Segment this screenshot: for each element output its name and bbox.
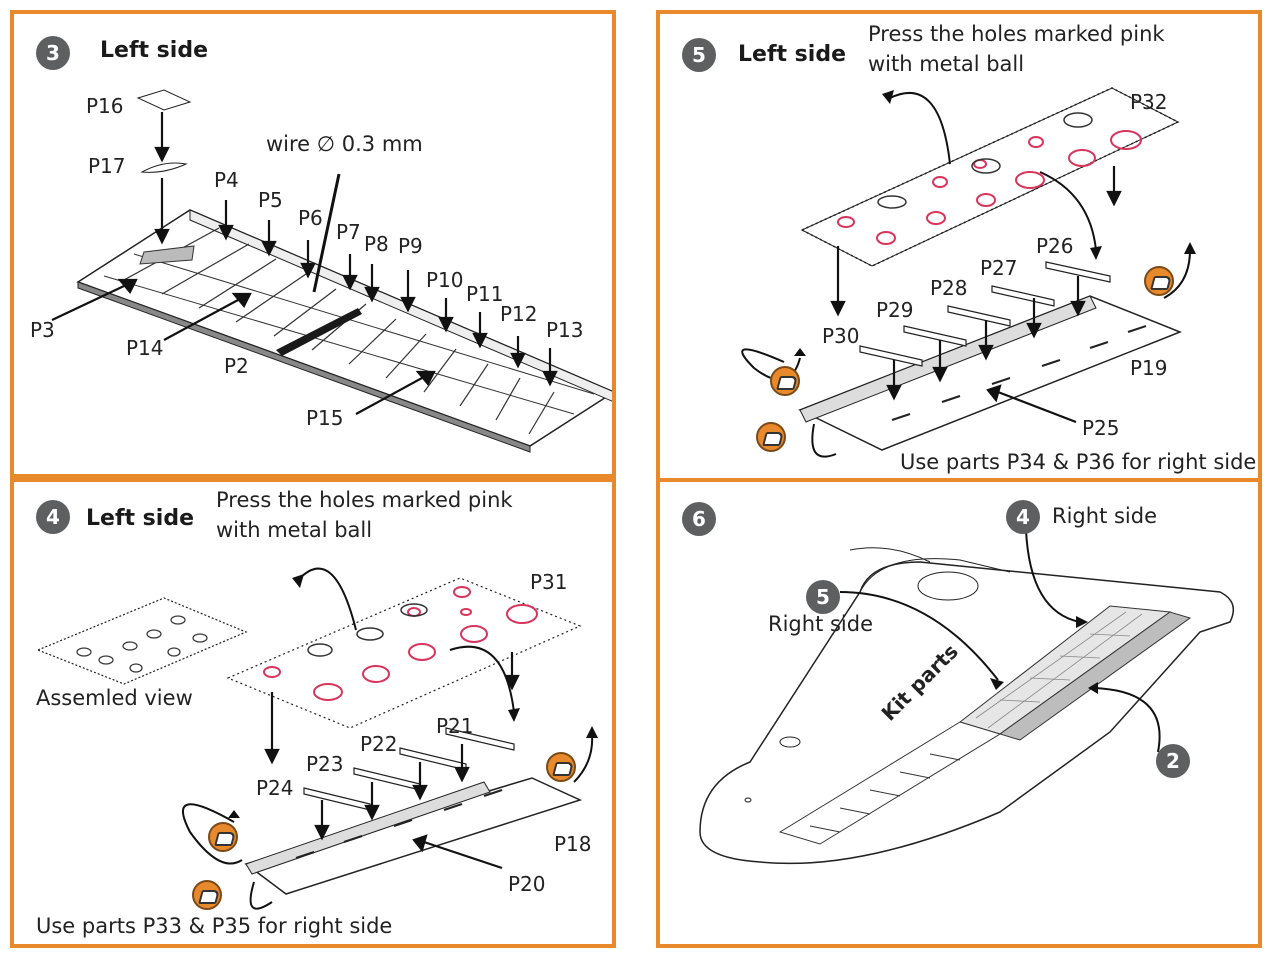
part-label-p28: P28 bbox=[930, 276, 968, 300]
bending-icon bbox=[770, 366, 800, 396]
part-label-p11: P11 bbox=[466, 282, 504, 306]
assembled-view-label: Assemled view bbox=[36, 686, 193, 710]
right-side-label: Right side bbox=[768, 612, 873, 636]
step-title: Left side bbox=[86, 506, 194, 531]
part-label-p13: P13 bbox=[546, 318, 584, 342]
step-6-drawing: Kit parts bbox=[660, 482, 1262, 948]
part-label-p27: P27 bbox=[980, 256, 1018, 280]
part-label-p4: P4 bbox=[214, 168, 239, 192]
part-label-p16: P16 bbox=[86, 94, 124, 118]
step-5-panel: 5 Left side Press the holes marked pink … bbox=[656, 10, 1262, 482]
step-title: Left side bbox=[100, 38, 208, 63]
part-label-p10: P10 bbox=[426, 268, 464, 292]
bending-icon bbox=[546, 752, 576, 782]
bending-icon bbox=[192, 880, 222, 910]
part-label-p21: P21 bbox=[436, 714, 474, 738]
bending-icon bbox=[1144, 266, 1174, 296]
part-label-p25: P25 bbox=[1082, 416, 1120, 440]
step-number-badge: 3 bbox=[36, 36, 70, 70]
step-number-badge: 4 bbox=[36, 500, 70, 534]
part-label-p24: P24 bbox=[256, 776, 294, 800]
part-label-p9: P9 bbox=[398, 234, 423, 258]
part-label-p20: P20 bbox=[508, 872, 546, 896]
part-label-p32: P32 bbox=[1130, 90, 1168, 114]
part-label-p14: P14 bbox=[126, 336, 164, 360]
right-side-label: Right side bbox=[1052, 504, 1157, 528]
part-label-p5: P5 bbox=[258, 188, 283, 212]
wire-spec-label: wire ∅ 0.3 mm bbox=[266, 132, 423, 156]
part-label-p2: P2 bbox=[224, 354, 249, 378]
step-5-drawing bbox=[660, 14, 1196, 482]
part-label-p31: P31 bbox=[530, 570, 568, 594]
reference-step-2-badge: 2 bbox=[1156, 744, 1190, 778]
step-3-panel: 3 Left side wire ∅ 0.3 mm P16 P17 P4 P5 … bbox=[10, 10, 616, 478]
part-label-p29: P29 bbox=[876, 298, 914, 322]
reference-step-4-badge: 4 bbox=[1006, 500, 1040, 534]
step-3-drawing bbox=[14, 14, 612, 478]
bending-icon bbox=[208, 822, 238, 852]
part-label-p23: P23 bbox=[306, 752, 344, 776]
step-4-drawing bbox=[14, 482, 598, 948]
bending-icon bbox=[756, 422, 786, 452]
part-label-p6: P6 bbox=[298, 206, 323, 230]
right-side-note: Use parts P33 & P35 for right side bbox=[36, 914, 393, 938]
part-label-p15: P15 bbox=[306, 406, 344, 430]
part-label-p7: P7 bbox=[336, 220, 361, 244]
part-label-p8: P8 bbox=[364, 232, 389, 256]
part-label-p17: P17 bbox=[88, 154, 126, 178]
instruction-line-1: Press the holes marked pink bbox=[868, 22, 1165, 46]
step-6-panel: Kit parts 6 4 Right side 5 Right side 2 bbox=[656, 478, 1262, 948]
step-title: Left side bbox=[738, 42, 846, 67]
right-side-note: Use parts P34 & P36 for right side bbox=[900, 450, 1257, 474]
part-label-p18: P18 bbox=[554, 832, 592, 856]
part-label-p30: P30 bbox=[822, 324, 860, 348]
part-label-p3: P3 bbox=[30, 318, 55, 342]
step-number-badge: 5 bbox=[682, 38, 716, 72]
instruction-line-1: Press the holes marked pink bbox=[216, 488, 513, 512]
part-label-p12: P12 bbox=[500, 302, 538, 326]
step-number-badge: 6 bbox=[682, 502, 716, 536]
instruction-line-2: with metal ball bbox=[868, 52, 1025, 76]
part-label-p22: P22 bbox=[360, 732, 398, 756]
part-label-p26: P26 bbox=[1036, 234, 1074, 258]
part-label-p19: P19 bbox=[1130, 356, 1168, 380]
reference-step-5-badge: 5 bbox=[806, 580, 840, 614]
step-4-panel: 4 Left side Press the holes marked pink … bbox=[10, 478, 616, 948]
instruction-line-2: with metal ball bbox=[216, 518, 373, 542]
